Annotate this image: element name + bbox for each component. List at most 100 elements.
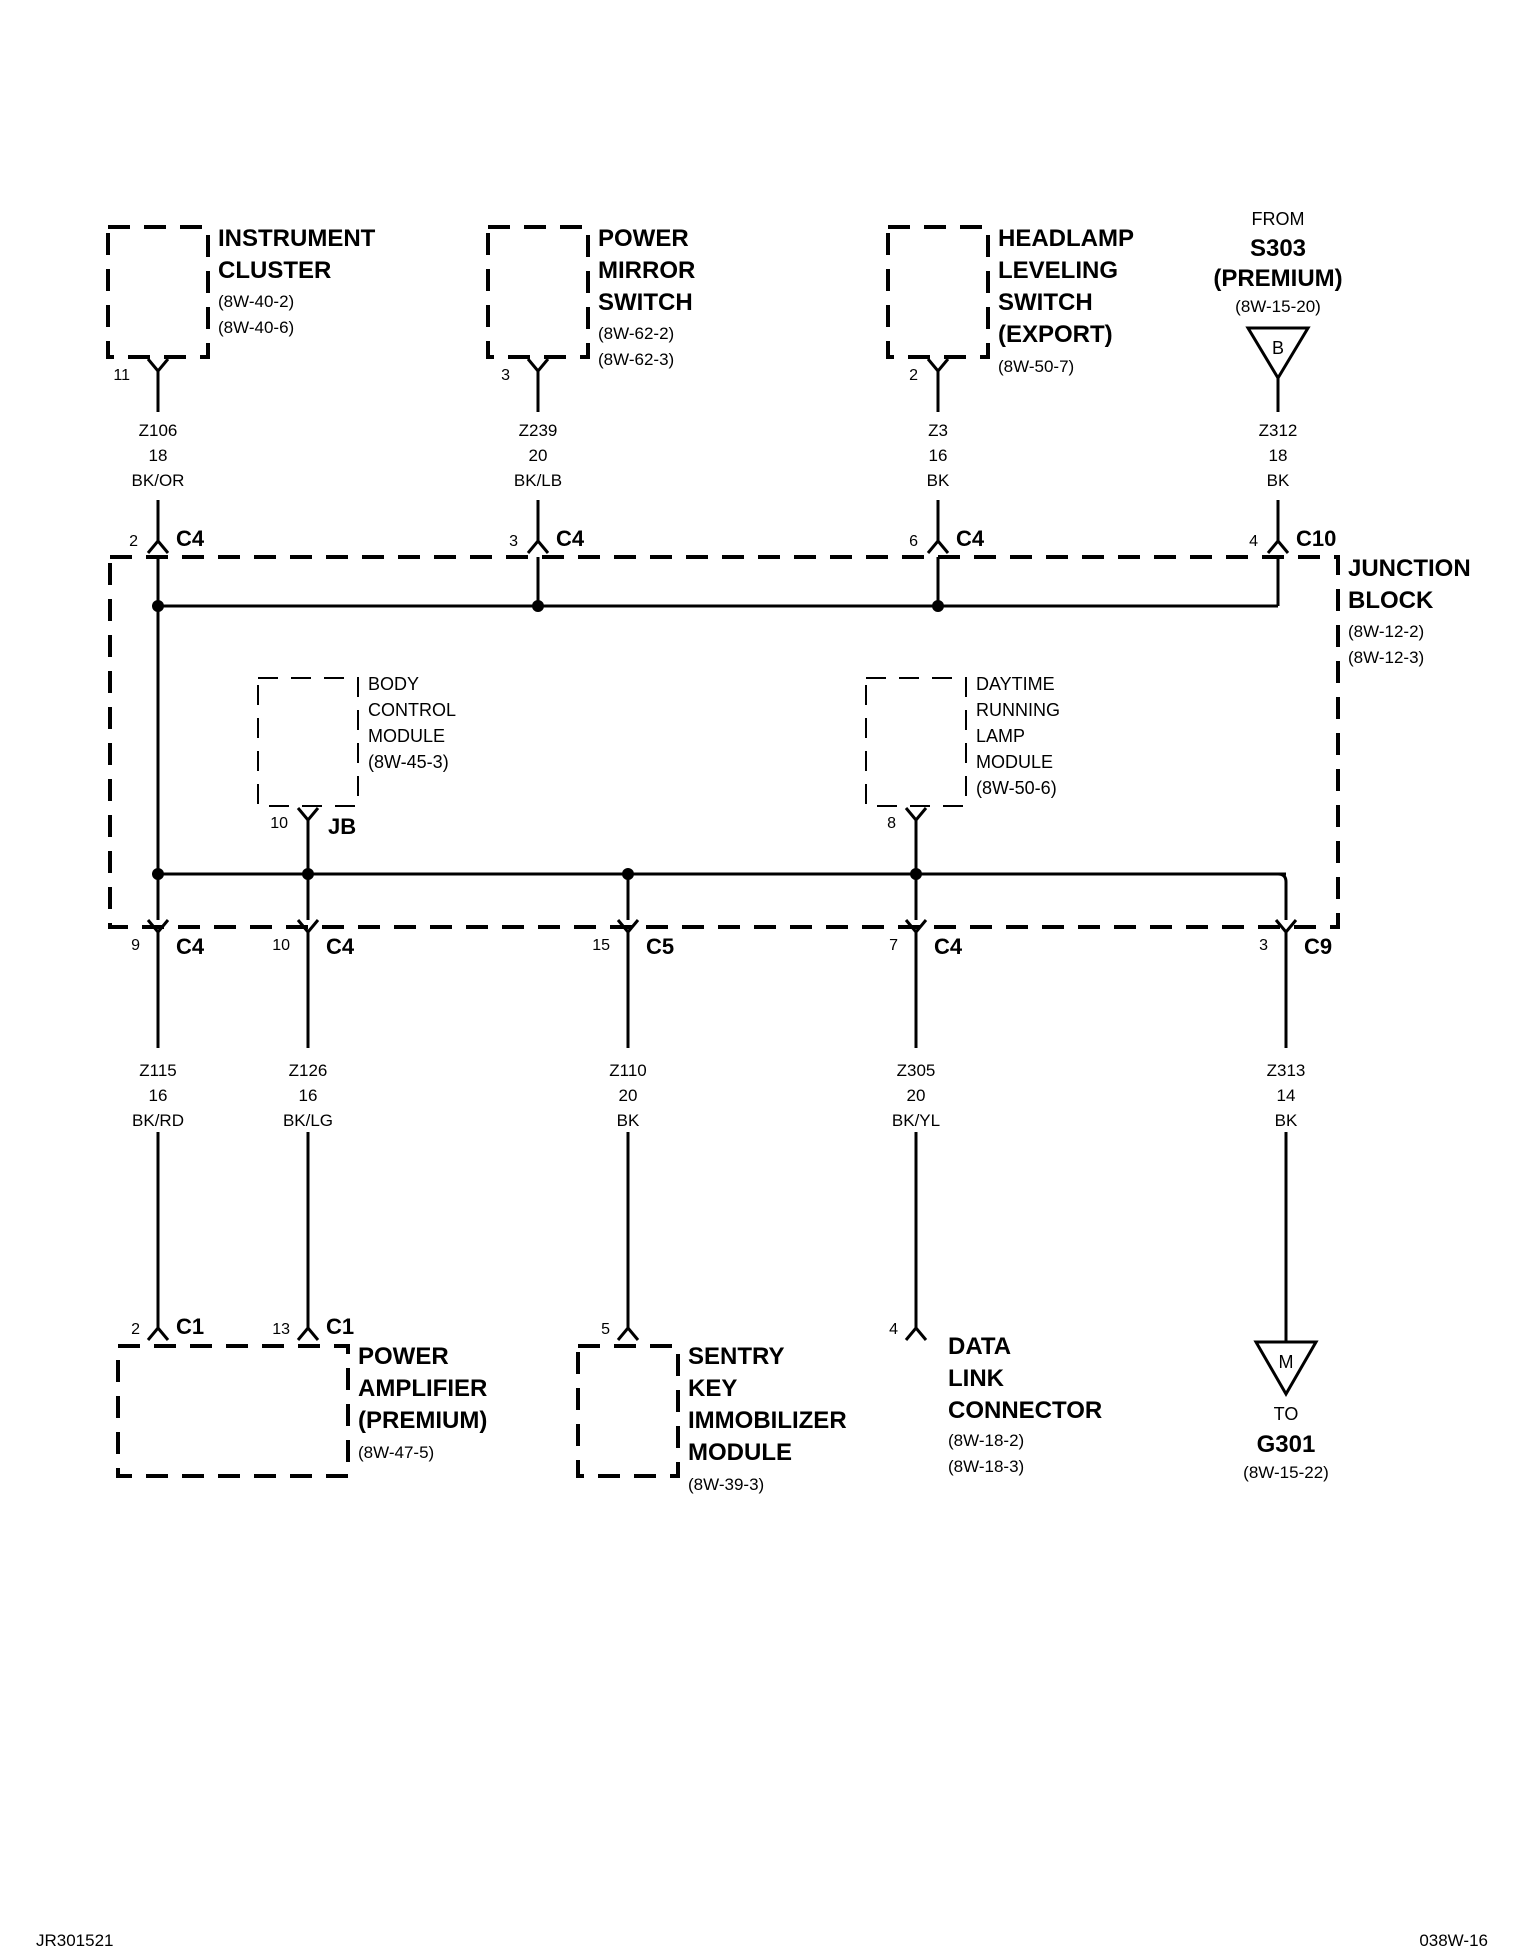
- jb-bottom-pin-5: 3: [1259, 937, 1268, 954]
- svg-text:Z239: Z239: [519, 421, 558, 440]
- skim-ref: (8W-39-3): [688, 1475, 764, 1494]
- wire-label-z126: Z126 16 BK/LG: [283, 1061, 333, 1130]
- svg-text:Z305: Z305: [897, 1061, 936, 1080]
- drl-pin: 8: [887, 815, 896, 832]
- headlamp-leveling-switch-box: [886, 225, 990, 359]
- jb-top-connector-1: [146, 529, 170, 555]
- splice-dot: [532, 600, 544, 612]
- svg-text:Z313: Z313: [1267, 1061, 1306, 1080]
- skim-label-1: SENTRY: [688, 1343, 784, 1370]
- jb-bottom-connector-5: [1274, 918, 1298, 944]
- jb-bottom-connector-4: [904, 918, 928, 944]
- drl-label-3: LAMP: [976, 726, 1025, 746]
- dlc-label-1: DATA: [948, 1333, 1011, 1360]
- svg-text:16: 16: [299, 1086, 318, 1105]
- dlc-label-2: LINK: [948, 1365, 1005, 1392]
- splice-dot: [302, 868, 314, 880]
- ground-ref: (8W-15-22): [1243, 1463, 1329, 1482]
- power-mirror-label-2: MIRROR: [598, 257, 695, 284]
- svg-text:16: 16: [929, 446, 948, 465]
- drl-ref: (8W-50-6): [976, 778, 1057, 798]
- to-label: TO: [1274, 1404, 1299, 1424]
- drl-pin-connector: [904, 806, 928, 832]
- svg-text:BK/OR: BK/OR: [132, 471, 185, 490]
- wire-label-z3: Z3 16 BK: [927, 421, 950, 490]
- jb-top-conn-3: C4: [956, 526, 985, 551]
- splice-b-triangle: [1245, 326, 1311, 381]
- svg-text:BK: BK: [1275, 1111, 1298, 1130]
- footer-left: JR301521: [36, 1931, 114, 1950]
- ground-m-tag: M: [1279, 1352, 1294, 1372]
- svg-text:Z106: Z106: [139, 421, 178, 440]
- headlamp-label-4: (EXPORT): [998, 321, 1113, 348]
- jb-bottom-conn-3: C5: [646, 934, 674, 959]
- skim-label-4: MODULE: [688, 1439, 792, 1466]
- power-mirror-label-3: SWITCH: [598, 289, 693, 316]
- jb-bottom-conn-4: C4: [934, 934, 963, 959]
- instrument-cluster-label-2: CLUSTER: [218, 257, 331, 284]
- jb-bottom-pin-2: 10: [272, 937, 290, 954]
- body-control-module-box: [257, 677, 359, 807]
- bcm-label-2: CONTROL: [368, 700, 456, 720]
- jb-bottom-pin-1: 9: [131, 937, 140, 954]
- jb-bottom-connector-1: [146, 918, 170, 944]
- svg-text:BK/YL: BK/YL: [892, 1111, 940, 1130]
- bcm-pin: 10: [270, 815, 288, 832]
- svg-text:BK/LG: BK/LG: [283, 1111, 333, 1130]
- junction-block-ref-1: (8W-12-2): [1348, 622, 1424, 641]
- wire-label-z115: Z115 16 BK/RD: [132, 1061, 184, 1130]
- headlamp-label-3: SWITCH: [998, 289, 1093, 316]
- jb-top-connector-2: [526, 529, 550, 555]
- svg-text:20: 20: [619, 1086, 638, 1105]
- svg-text:Z110: Z110: [609, 1061, 647, 1080]
- svg-text:Z312: Z312: [1259, 421, 1298, 440]
- jb-bottom-conn-5: C9: [1304, 934, 1332, 959]
- headlamp-label-1: HEADLAMP: [998, 225, 1134, 252]
- sentry-key-box: [576, 1344, 680, 1478]
- amp-label-3: (PREMIUM): [358, 1407, 487, 1434]
- jb-drop-5: [1277, 872, 1288, 920]
- amp-pin-1: 2: [131, 1321, 140, 1338]
- junction-block-label-1: JUNCTION: [1348, 555, 1471, 582]
- jb-bottom-connector-3: [616, 918, 640, 944]
- amp-pin-2: 13: [272, 1321, 290, 1338]
- jb-top-conn-4: C10: [1296, 526, 1336, 551]
- svg-text:Z3: Z3: [928, 421, 948, 440]
- from-label: FROM: [1252, 209, 1305, 229]
- wire-label-z305: Z305 20 BK/YL: [892, 1061, 940, 1130]
- instrument-cluster-ref-1: (8W-40-2): [218, 292, 294, 311]
- drl-label-4: MODULE: [976, 752, 1053, 772]
- svg-text:Z115: Z115: [139, 1061, 177, 1080]
- ground-g301: G301: [1257, 1431, 1316, 1458]
- jb-top-conn-2: C4: [556, 526, 585, 551]
- hls-pin-connector: [926, 357, 950, 383]
- jb-top-pin-3: 6: [909, 533, 918, 550]
- jb-top-pin-1: 2: [129, 533, 138, 550]
- drl-label-2: RUNNING: [976, 700, 1060, 720]
- pms-pin: 3: [501, 367, 510, 384]
- drl-label-1: DAYTIME: [976, 674, 1055, 694]
- splice-b-tag: B: [1272, 338, 1284, 358]
- ic-pin: 11: [113, 367, 130, 384]
- dlc-pin: 4: [889, 1321, 898, 1338]
- splice-s303: S303: [1250, 235, 1306, 262]
- svg-text:BK/LB: BK/LB: [514, 471, 562, 490]
- amp-pin-connector-1: [146, 1316, 170, 1342]
- splice-dot: [622, 868, 634, 880]
- svg-text:BK: BK: [927, 471, 950, 490]
- svg-text:BK: BK: [617, 1111, 640, 1130]
- power-mirror-label-1: POWER: [598, 225, 689, 252]
- jb-bottom-conn-2: C4: [326, 934, 355, 959]
- ic-pin-connector: [146, 357, 170, 383]
- power-amplifier-box: [116, 1344, 350, 1478]
- instrument-cluster-label-1: INSTRUMENT: [218, 225, 376, 252]
- amp-conn-2: C1: [326, 1314, 354, 1339]
- splice-qualifier: (PREMIUM): [1213, 265, 1342, 292]
- junction-block-ref-2: (8W-12-3): [1348, 648, 1424, 667]
- wire-label-z313: Z313 14 BK: [1267, 1061, 1306, 1130]
- bcm-connector: JB: [328, 814, 356, 839]
- amp-ref: (8W-47-5): [358, 1443, 434, 1462]
- dlc-pin-connector: [904, 1316, 928, 1342]
- svg-text:14: 14: [1277, 1086, 1296, 1105]
